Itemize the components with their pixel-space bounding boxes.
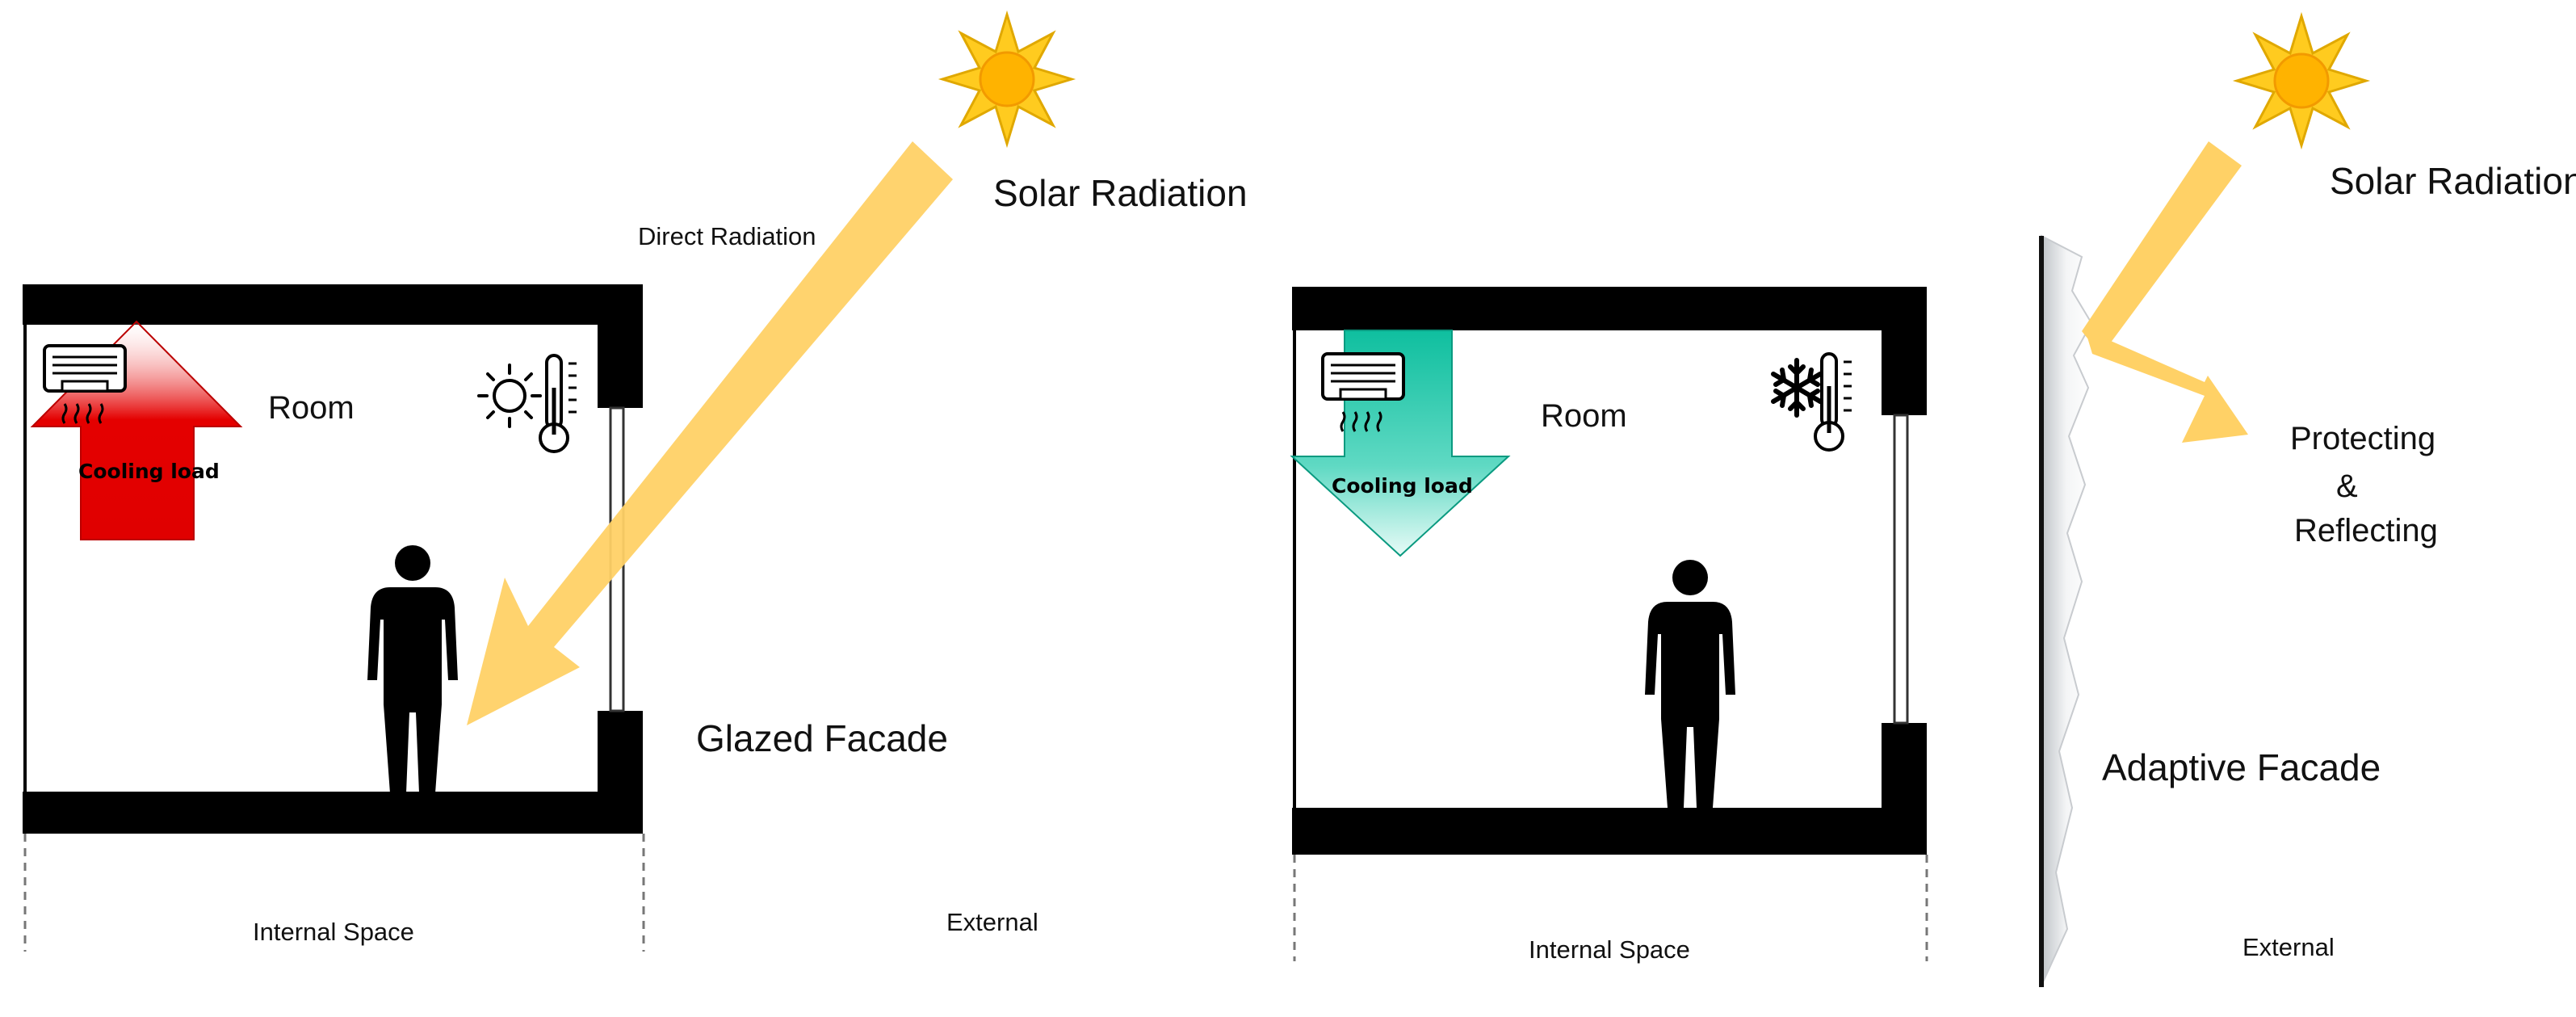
right-room-label: Room [1541, 398, 1627, 434]
right-ceiling-slab [1292, 287, 1927, 330]
left-facade-head [598, 323, 643, 408]
right-snowflake-icon [1771, 358, 1823, 418]
right-sun-symbol-icon [2235, 15, 2368, 147]
right-reflected-radiation-arrow [2085, 330, 2248, 443]
right-thermometer-icon [1815, 354, 1852, 450]
right-protecting-label: Protecting [2290, 421, 2435, 456]
left-ceiling-slab [23, 284, 643, 325]
right-adaptive-facade [2041, 234, 2093, 986]
right-facade-head [1882, 329, 1927, 415]
left-solar-radiation-label: Solar Radiation [993, 172, 1248, 214]
left-facade-sill [598, 711, 643, 793]
left-room-label: Room [268, 390, 355, 426]
right-incoming-radiation-arrow [2082, 141, 2242, 355]
right-external-label: External [2242, 933, 2335, 961]
right-room-structure [1292, 287, 1927, 855]
right-floor-slab [1292, 808, 1927, 855]
right-adaptive-facade-label: Adaptive Facade [2102, 746, 2381, 788]
left-internal-space-label: Internal Space [253, 918, 414, 946]
right-solar-radiation-label: Solar Radiation [2330, 160, 2576, 202]
left-direct-radiation-arrow [467, 141, 953, 725]
left-cooling-load-label: Cooling load [78, 460, 220, 483]
right-reflecting-label: Reflecting [2294, 513, 2438, 548]
left-room-structure [23, 284, 643, 834]
right-cooling-load-label: Cooling load [1332, 474, 1473, 498]
left-sun-icon [477, 364, 542, 428]
left-sun-symbol-icon [941, 13, 1073, 145]
left-glazed-facade-label: Glazed Facade [696, 717, 948, 759]
right-ampersand-label: & [2336, 469, 2358, 504]
left-external-label: External [946, 908, 1038, 936]
left-thermometer-icon [540, 355, 577, 452]
left-direct-radiation-label: Direct Radiation [638, 222, 816, 250]
right-internal-space-label: Internal Space [1529, 935, 1690, 964]
left-panel: Cooling load Room Solar Radiation Direc [23, 13, 1248, 952]
left-floor-slab [23, 792, 643, 834]
right-facade-sill [1882, 723, 1927, 809]
right-person-icon [1645, 560, 1735, 808]
left-person-icon [367, 545, 458, 793]
right-glazed-facade [1893, 414, 1909, 725]
right-panel: Cooling load Room Solar Radiation Protec… [1290, 15, 2576, 987]
